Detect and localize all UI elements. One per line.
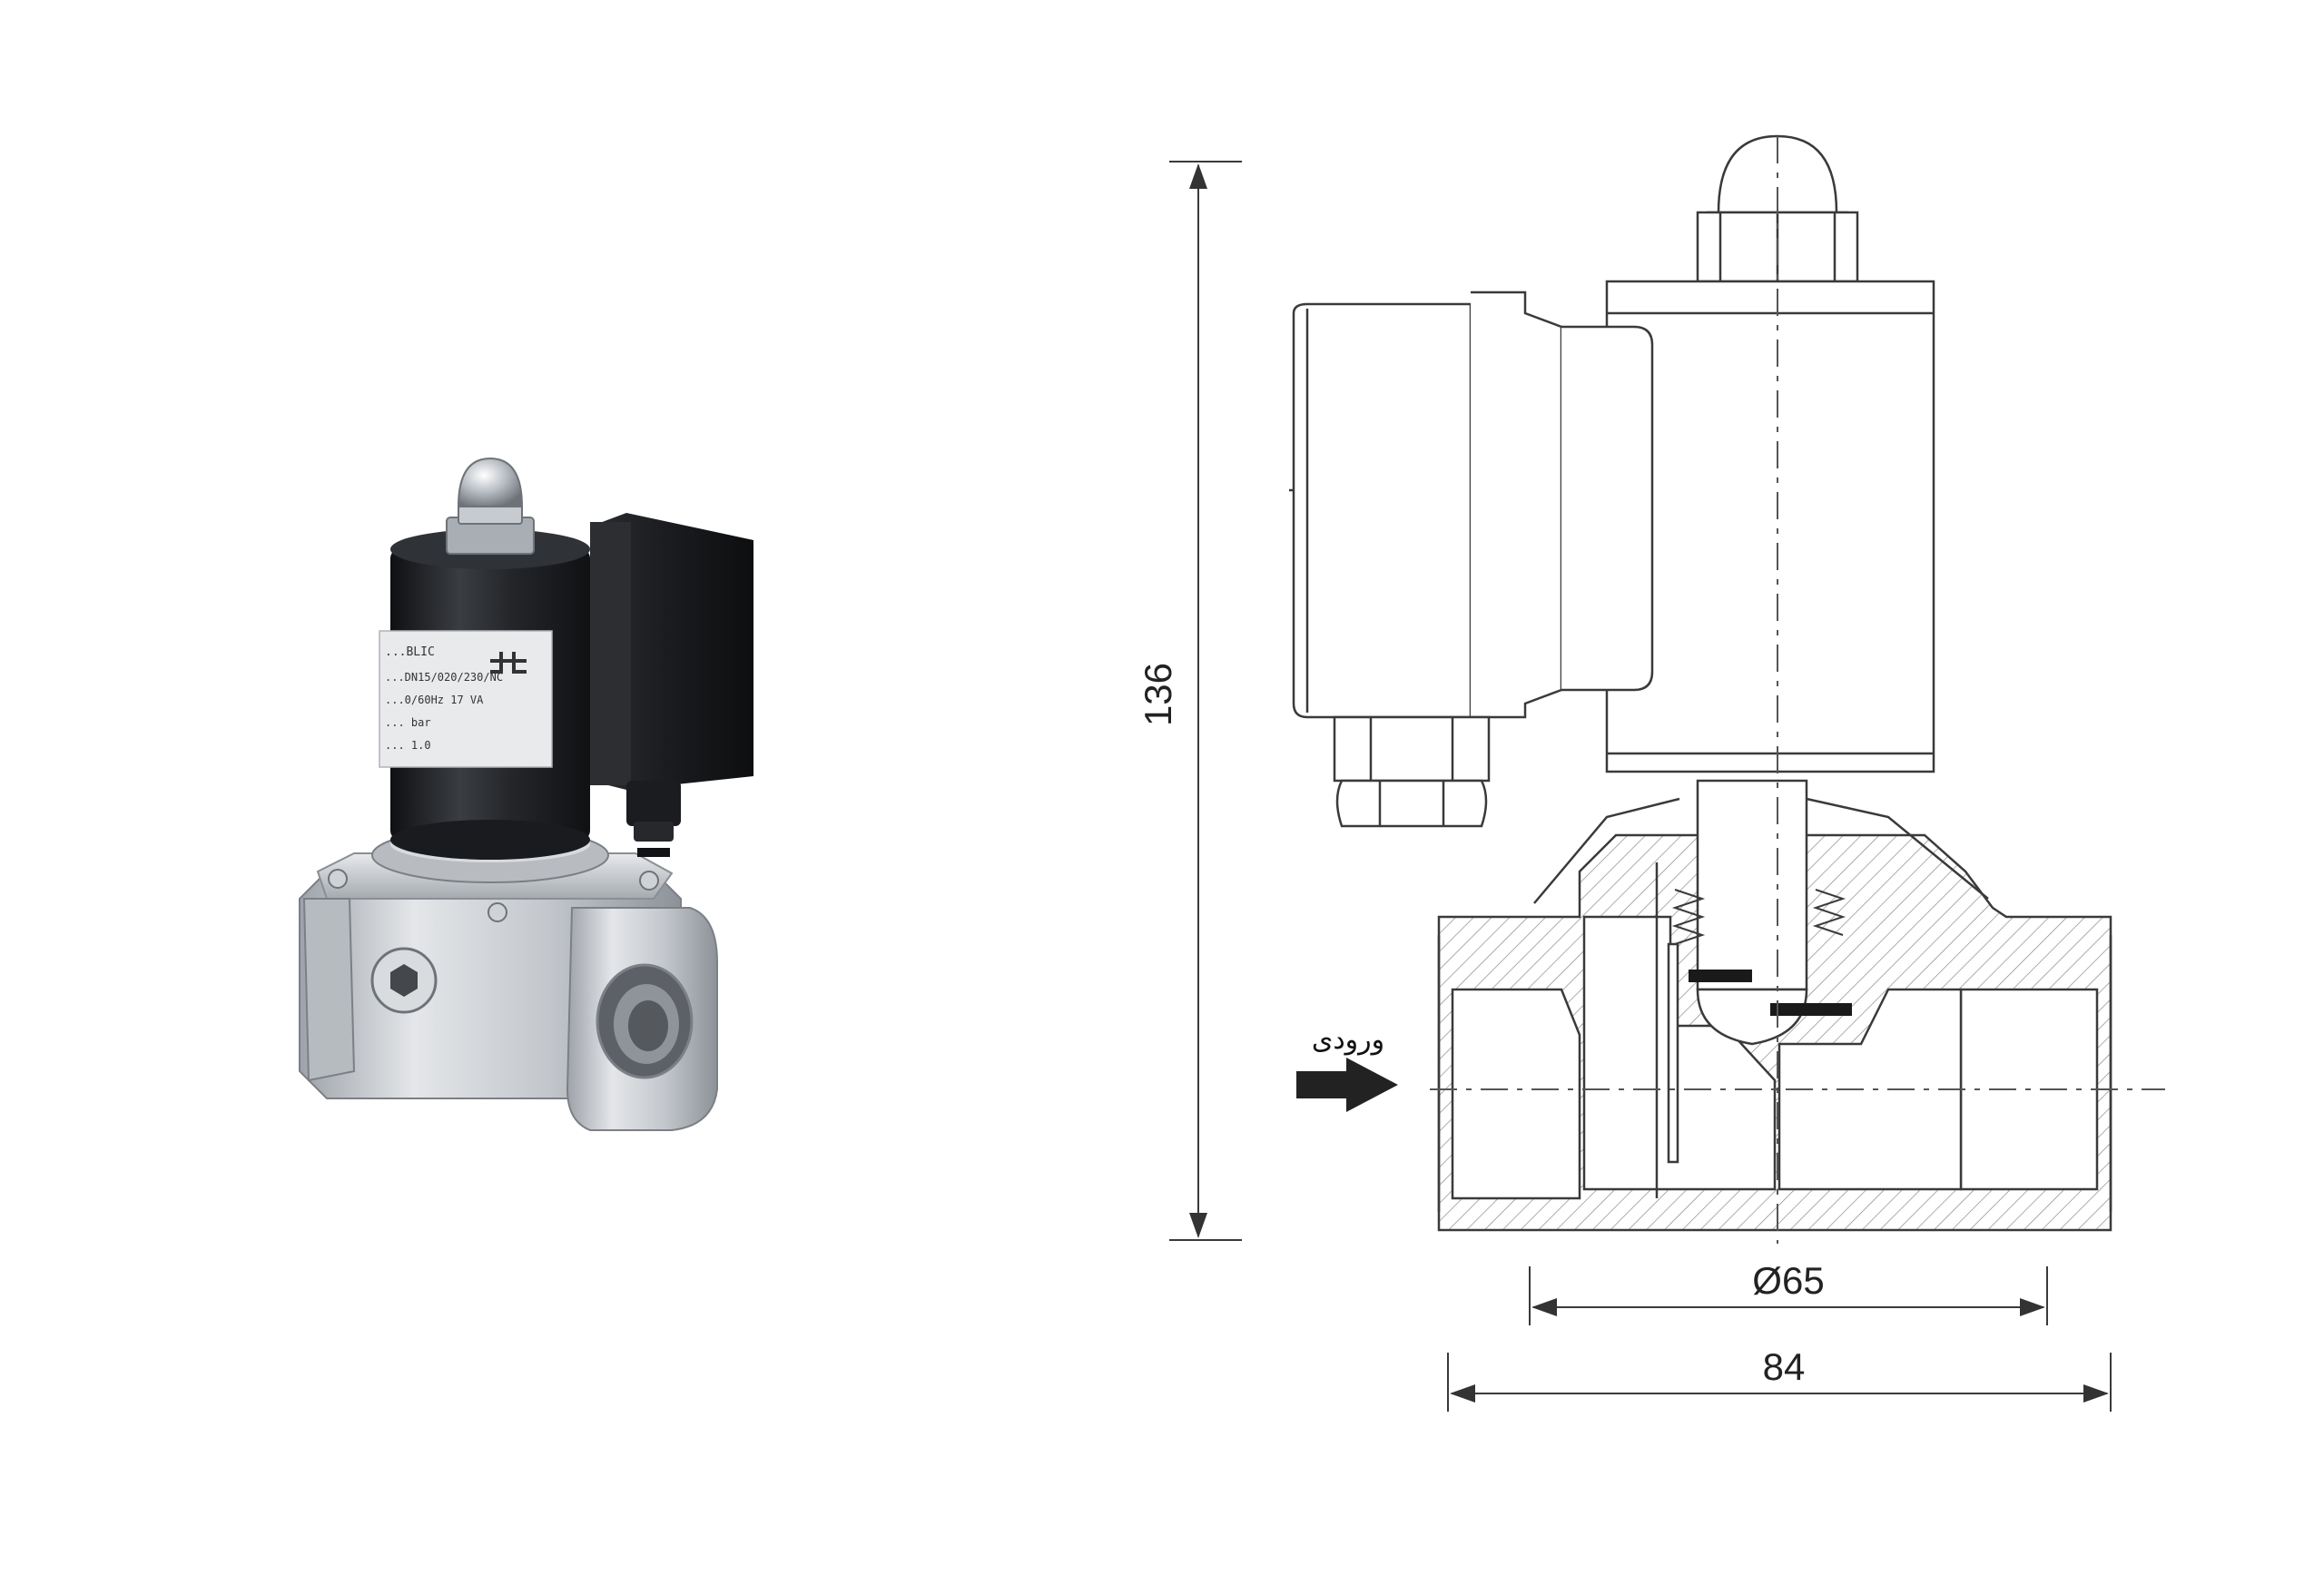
inlet-label: ورودی	[1312, 1024, 1384, 1056]
inlet-arrow	[1296, 1058, 1398, 1112]
diameter-dimension	[1529, 1266, 2048, 1325]
nameplate-line-1: ...BLIC	[385, 645, 435, 659]
valve-body	[299, 850, 718, 1131]
connector-box	[590, 513, 753, 857]
height-dimension	[1169, 161, 1242, 1241]
height-dimension-label: 136	[1137, 663, 1179, 726]
nameplate-line-2: ...DN15/020/230/NC	[385, 671, 503, 684]
center-lines	[1430, 136, 2165, 1244]
coil-housing	[1605, 280, 1935, 773]
nameplate-label	[379, 630, 553, 768]
technical-drawing	[1169, 134, 2165, 1412]
nameplate-line-3: ...0/60Hz 17 VA	[385, 694, 484, 706]
brand-logo	[490, 652, 527, 674]
width-dimension	[1447, 1353, 2112, 1412]
nameplate-line-5: ... 1.0	[385, 739, 431, 752]
diameter-dimension-label: Ø65	[1752, 1259, 1824, 1302]
connector-housing	[1289, 290, 1654, 828]
width-dimension-label: 84	[1763, 1345, 1806, 1388]
nameplate-line-4: ... bar	[385, 716, 431, 729]
coil: ...BLIC ...DN15/020/230/NC ...0/60Hz 17 …	[379, 529, 590, 860]
valve-photo: ...BLIC ...DN15/020/230/NC ...0/60Hz 17 …	[299, 457, 753, 1131]
valve-body-section	[1437, 779, 2112, 1232]
dome-cap	[457, 457, 524, 507]
